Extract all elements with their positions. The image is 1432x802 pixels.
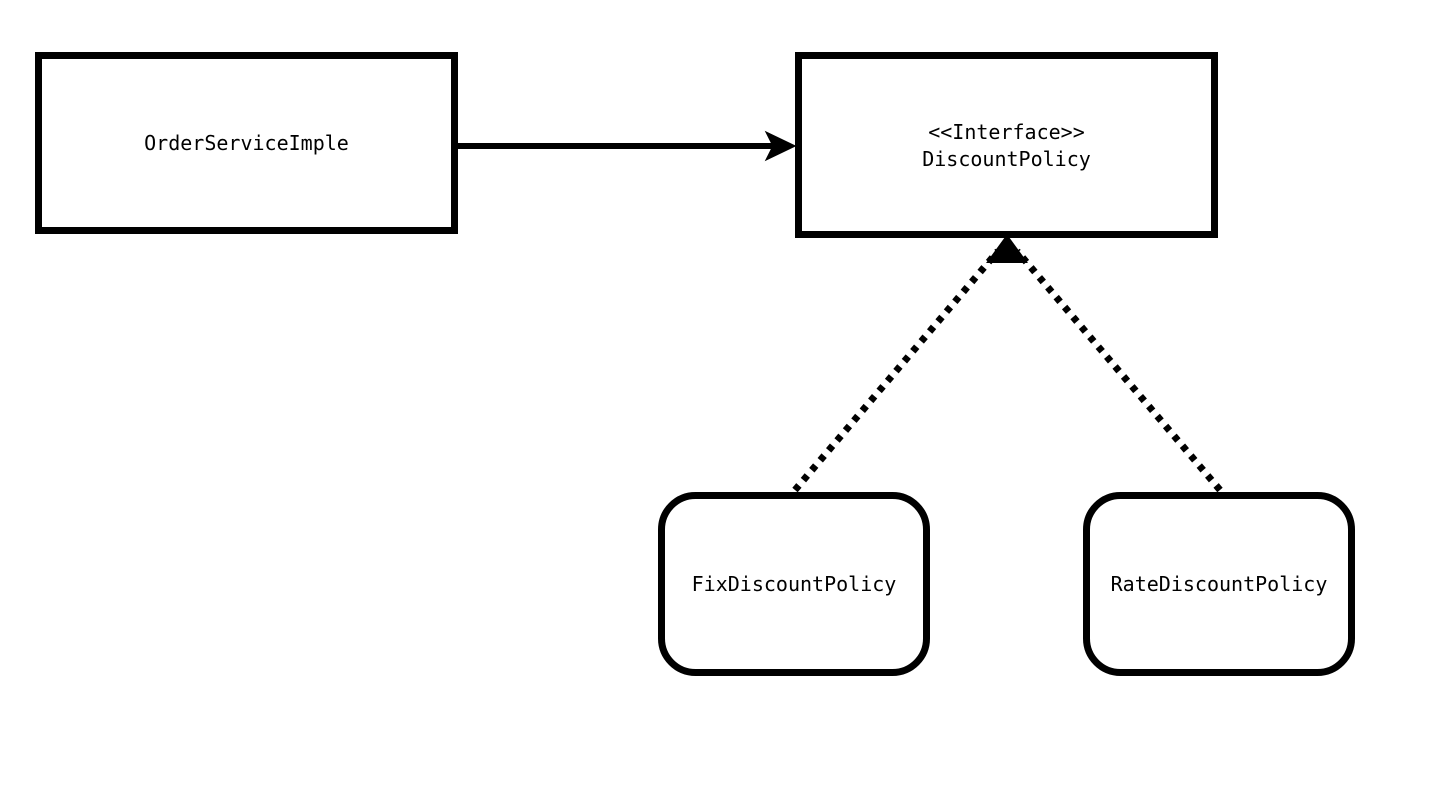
realization-line-rate: [1014, 248, 1223, 493]
edge-realization-fix-to-discount: [792, 248, 1001, 493]
closed-triangle-arrowhead-icon: [986, 234, 1028, 263]
edge-dependency-order-to-discount: [458, 130, 797, 162]
edge-realization-rate-to-discount: [1014, 248, 1223, 493]
node-rate-discount-policy[interactable]: [1083, 492, 1355, 676]
realization-line-fix: [792, 248, 1001, 493]
open-arrowhead-icon: [764, 130, 797, 162]
node-fix-discount-policy[interactable]: [658, 492, 930, 676]
node-discount-policy[interactable]: [795, 52, 1218, 238]
node-order-service-impl[interactable]: [35, 52, 458, 234]
